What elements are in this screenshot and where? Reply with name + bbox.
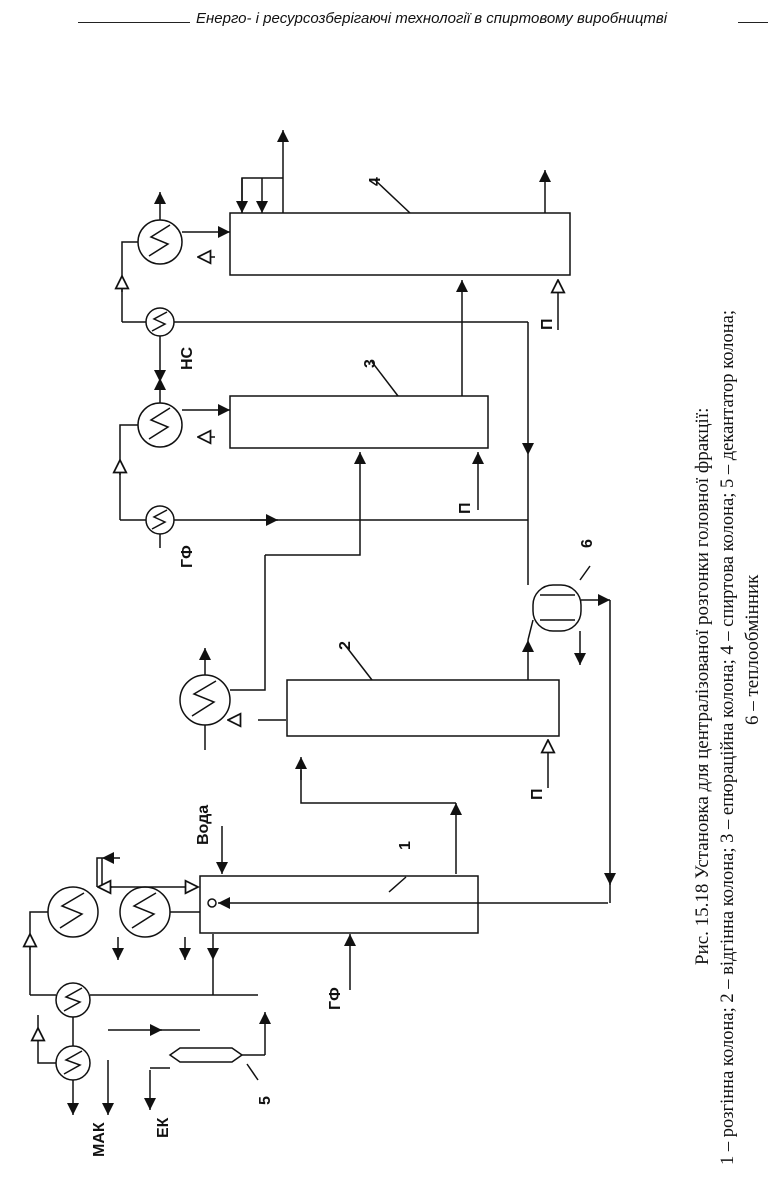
column-3-label: 3 bbox=[362, 359, 379, 368]
column-2-leader bbox=[344, 644, 373, 681]
cooler-b-left bbox=[37, 1015, 56, 1064]
heat-exchanger-6-leader bbox=[579, 565, 591, 581]
col2-overhead bbox=[230, 555, 266, 691]
condenser-left-line bbox=[29, 911, 48, 995]
condenser-1a-coil-icon bbox=[59, 892, 85, 929]
condenser-1b bbox=[119, 886, 171, 938]
column-1-leader bbox=[388, 876, 407, 893]
header-rule-left bbox=[78, 22, 190, 23]
col2-to-col3 bbox=[265, 540, 361, 556]
stream-steam-4-label: П bbox=[539, 319, 556, 331]
column-3-body bbox=[229, 395, 489, 449]
condenser-2 bbox=[179, 674, 231, 726]
condenser-top-line bbox=[96, 857, 102, 887]
column-1-inlet-nozzle bbox=[207, 898, 217, 908]
col1-to-col2-line bbox=[300, 770, 456, 804]
col2-bottom-to-hx bbox=[527, 619, 534, 641]
condenser-1b-coil-icon bbox=[131, 892, 157, 929]
condenser-2-coil-icon bbox=[191, 680, 217, 717]
figure-caption-title: Рис. 15.18 Установка для централізованої… bbox=[692, 407, 713, 965]
condenser-3-coil-icon bbox=[148, 407, 171, 440]
column-3-leader bbox=[371, 361, 399, 397]
stream-hf-in-label: ГФ bbox=[327, 987, 344, 1010]
condenser-4-left bbox=[121, 241, 138, 322]
condenser-4-coil-icon bbox=[148, 224, 171, 257]
column-1-body bbox=[199, 875, 479, 934]
header-title: Енерго- і ресурсозберігаючі технології в… bbox=[196, 10, 668, 27]
column-2-body bbox=[286, 679, 560, 737]
page-header: Енерго- і ресурсозберігаючі технології в… bbox=[0, 0, 774, 40]
column-4-leader bbox=[374, 179, 411, 214]
header-rule-right bbox=[738, 22, 768, 23]
condenser-1a bbox=[47, 886, 99, 938]
stream-ns-label: НС bbox=[179, 346, 196, 370]
decanter-label: 5 bbox=[257, 1096, 274, 1105]
column-1-label: 1 bbox=[397, 841, 414, 850]
column-2-label: 2 bbox=[337, 641, 354, 650]
heat-exchanger-label: 6 bbox=[579, 539, 596, 548]
stream-water-label: Вода bbox=[195, 805, 212, 845]
cooler-b-coil-icon bbox=[63, 1050, 83, 1075]
cooler-3-coil-icon bbox=[151, 509, 168, 530]
condenser-3-left bbox=[119, 424, 138, 520]
figure-caption-legend-cont: 6 – теплообмінник bbox=[742, 574, 763, 725]
figure-caption-legend: 1 – розгінна колона; 2 – відгінна колона… bbox=[718, 310, 738, 1165]
cooler-4-coil-icon bbox=[151, 311, 168, 332]
stream-steam-2-label: П bbox=[529, 789, 546, 801]
stream-steam-3-label: П bbox=[457, 503, 474, 515]
column-4-body bbox=[229, 212, 571, 276]
cooler-a-coil-icon bbox=[63, 987, 83, 1012]
heat-exchanger-6 bbox=[532, 584, 582, 632]
stream-mak-label: МАК bbox=[91, 1122, 108, 1157]
decanter-leader bbox=[246, 1063, 259, 1081]
stream-ek-label: ЕК bbox=[155, 1117, 172, 1138]
condenser-3 bbox=[137, 402, 183, 448]
decanter-5-body bbox=[168, 1047, 244, 1063]
stream-hf-out-label: ГФ bbox=[179, 545, 196, 568]
condenser-4 bbox=[137, 219, 183, 265]
column-4-label: 4 bbox=[367, 177, 384, 186]
